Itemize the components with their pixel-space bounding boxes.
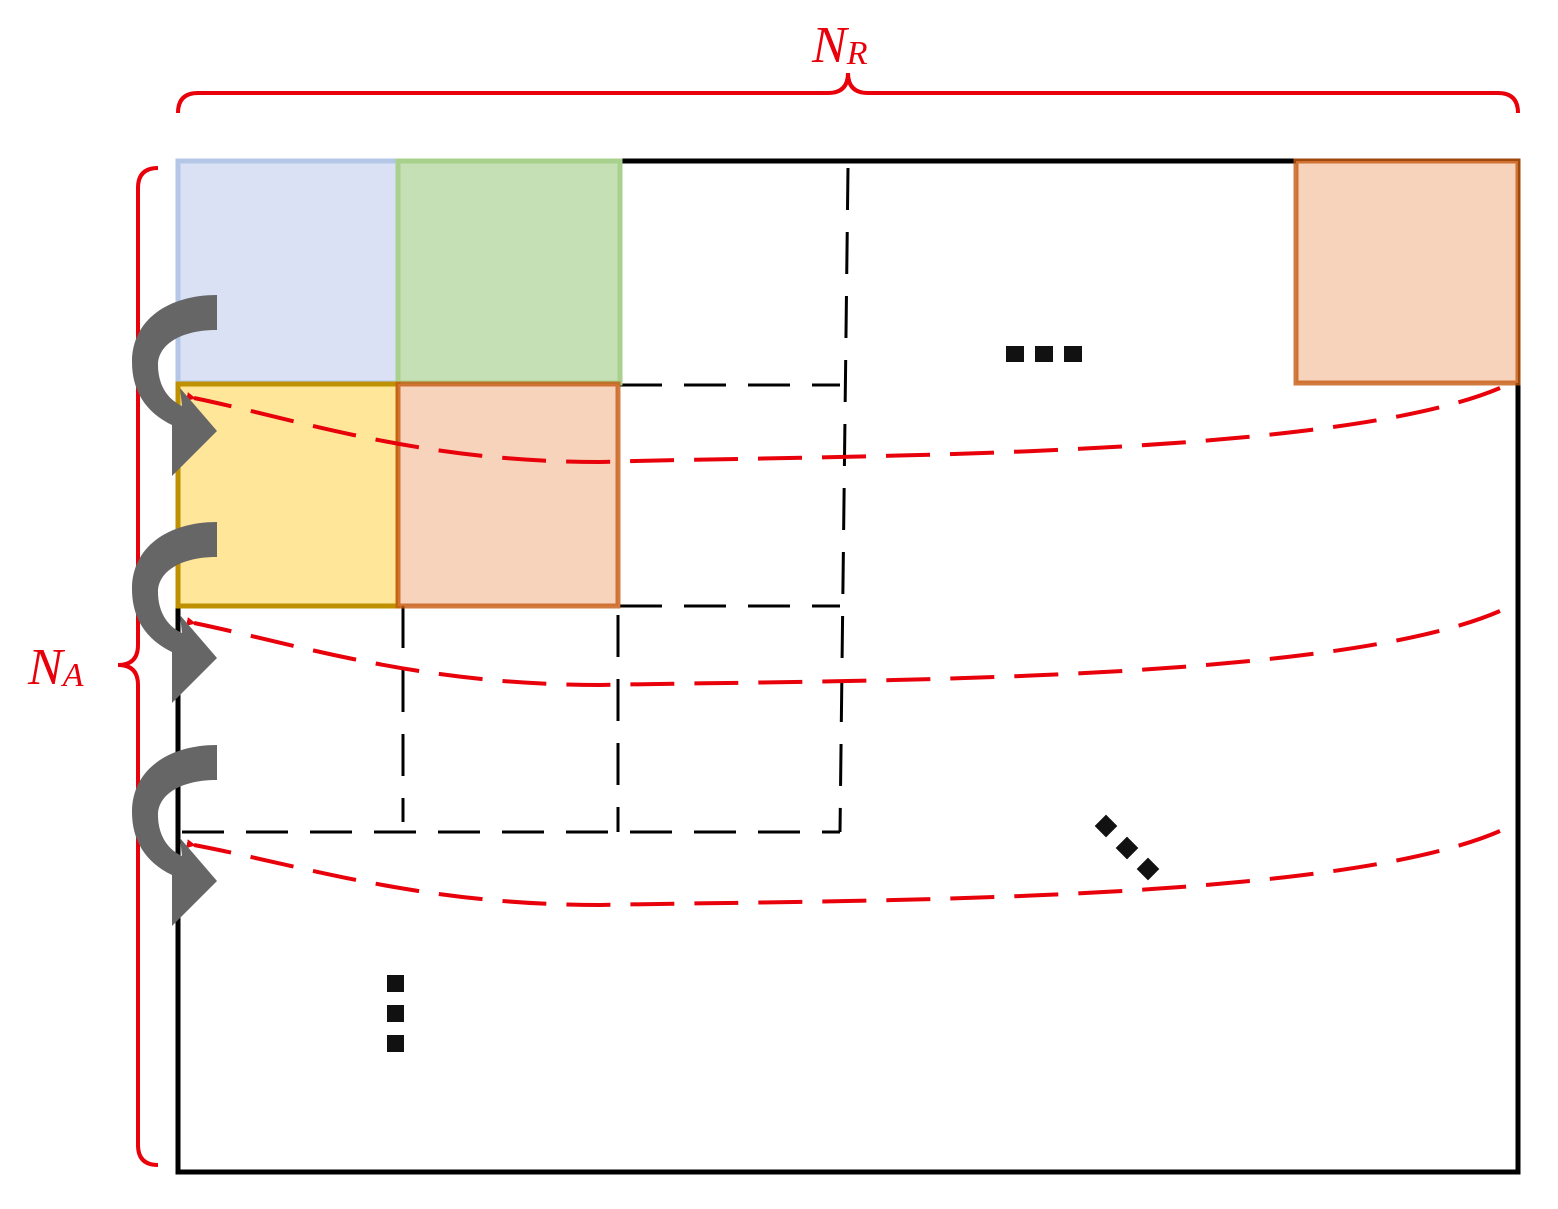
curl-arrow-1-icon <box>132 295 217 476</box>
block-yellow <box>175 381 401 609</box>
block-green <box>395 158 623 386</box>
azimuth-label: NA <box>27 639 84 696</box>
return-arrow-row-1 <box>186 386 1501 465</box>
block-orange-row2 <box>395 381 621 609</box>
range-label: NR <box>811 17 868 74</box>
return-arrow-row-2 <box>186 609 1501 688</box>
curl-arrow-2-icon <box>132 522 217 703</box>
azimuth-brace <box>117 166 159 1167</box>
vertical-ellipsis-icon <box>387 975 404 1052</box>
curl-arrow-3-icon <box>132 745 217 926</box>
return-arrow-row-3 <box>186 829 1501 908</box>
block-blue <box>175 158 401 386</box>
dashed-block-grid <box>182 167 850 834</box>
block-orange-row1-end <box>1293 158 1521 386</box>
range-brace <box>176 72 1520 114</box>
diagonal-ellipsis-icon <box>1094 814 1160 881</box>
horizontal-ellipsis-icon <box>1006 346 1082 362</box>
